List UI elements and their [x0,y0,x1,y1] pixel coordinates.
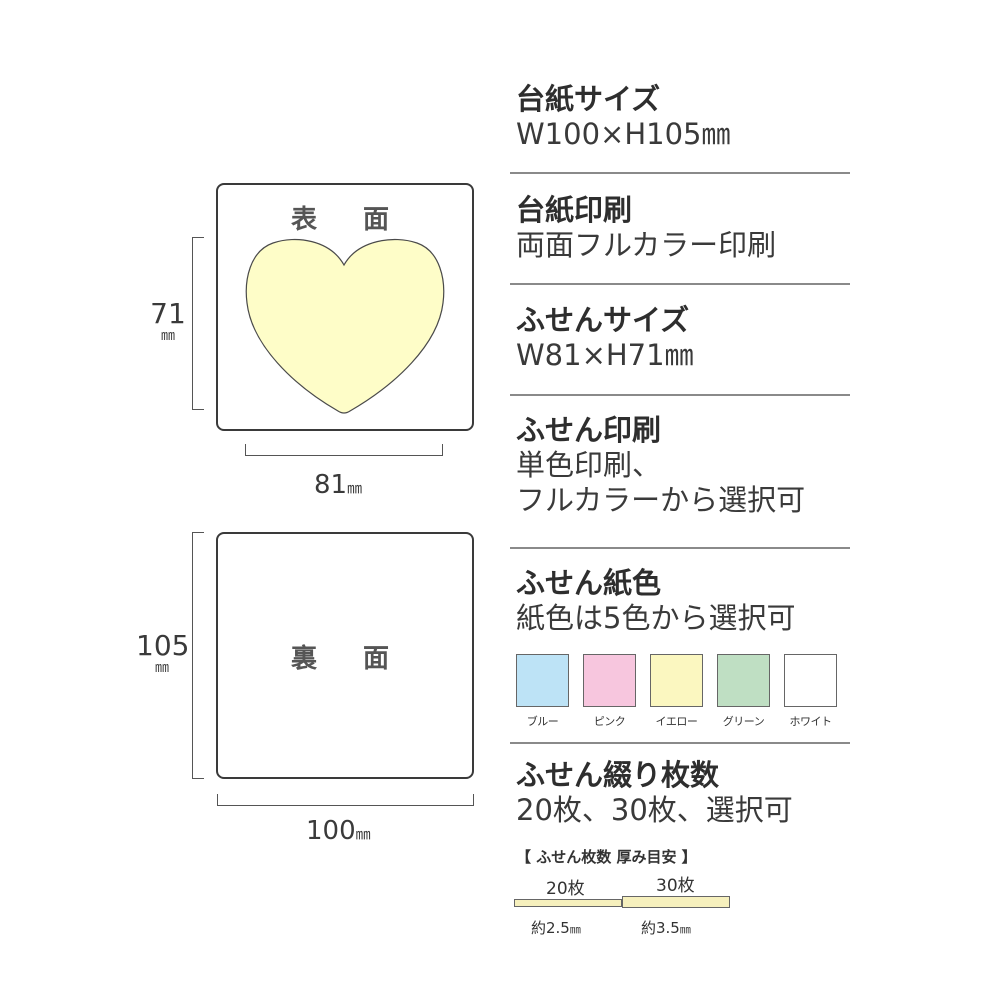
swatch-label: イエロー [655,715,698,728]
front-height-dimension-line [192,237,204,410]
spec-mount-size-value: W100×H105㎜ [516,116,731,151]
swatch-box [583,654,636,707]
color-swatch-white: ホワイト [784,654,837,729]
spec-mount-size: 台紙サイズ W100×H105㎜ [516,82,850,152]
spec-note-color: ふせん紙色 紙色は5色から選択可 [516,566,850,636]
back-card: 裏 面 [216,532,474,779]
swatch-box [650,654,703,707]
swatch-label: ピンク [593,715,626,728]
back-title: 裏 面 [290,644,399,674]
back-height-label: 105 ㎜ [136,629,190,676]
front-height-label: 71 ㎜ [150,297,186,344]
back-height-dimension-line [192,532,204,779]
heart-shape [245,238,445,414]
stack-20-label: 20枚 [546,879,585,899]
spec-note-count-heading: ふせん綴り枚数 [516,758,720,792]
color-swatch-green: グリーン [717,654,770,729]
color-swatch-yellow: イエロー [650,654,703,729]
spec-note-color-heading: ふせん紙色 [516,566,662,600]
back-width-dimension-line [217,794,474,806]
spec-mount-size-heading: 台紙サイズ [516,82,661,116]
front-card: 表 面 [216,183,474,431]
divider [510,172,850,174]
swatch-label: グリーン [722,715,765,728]
spec-mount-print-value: 両面フルカラー印刷 [516,227,777,262]
heart-sticky-note [245,238,445,414]
spec-mount-print-heading: 台紙印刷 [516,193,633,227]
color-swatch-blue: ブルー [516,654,569,729]
color-swatch-list: ブルー ピンク イエロー グリーン ホワイト [516,654,837,729]
spec-note-count: ふせん綴り枚数 20枚、30枚、選択可 [516,758,850,828]
divider [510,742,850,744]
spec-note-print: ふせん印刷 単色印刷、 フルカラーから選択可 [516,413,850,517]
front-width-dimension-line [245,444,443,456]
stack-30-bar [622,896,730,908]
color-swatch-pink: ピンク [583,654,636,729]
stack-20-bar [514,899,622,907]
swatch-label: ブルー [526,715,559,728]
thickness-guide-title: 【 ふせん枚数 厚み目安 】 [516,848,697,866]
spec-note-color-value: 紙色は5色から選択可 [516,600,796,635]
spec-note-size: ふせんサイズ W81×H71㎜ [516,303,850,373]
spec-note-count-value: 20枚、30枚、選択可 [516,792,793,827]
spec-mount-print: 台紙印刷 両面フルカラー印刷 [516,193,850,263]
back-width-label: 100㎜ [306,816,371,846]
spec-note-size-value: W81×H71㎜ [516,337,694,372]
stack-30-label: 30枚 [656,876,695,896]
divider [510,394,850,396]
swatch-box [516,654,569,707]
stack-20-thickness: 約2.5㎜ [531,919,581,937]
spec-note-size-heading: ふせんサイズ [516,303,690,337]
stack-30-thickness: 約3.5㎜ [641,919,691,937]
spec-note-print-heading: ふせん印刷 [516,413,662,447]
spec-note-print-value-2: フルカラーから選択可 [516,482,806,517]
front-width-label: 81㎜ [314,470,363,500]
swatch-label: ホワイト [789,715,833,728]
swatch-box [784,654,837,707]
spec-note-print-value-1: 単色印刷、 [516,447,662,482]
swatch-box [717,654,770,707]
divider [510,283,850,285]
front-title: 表 面 [290,205,399,235]
divider [510,547,850,549]
